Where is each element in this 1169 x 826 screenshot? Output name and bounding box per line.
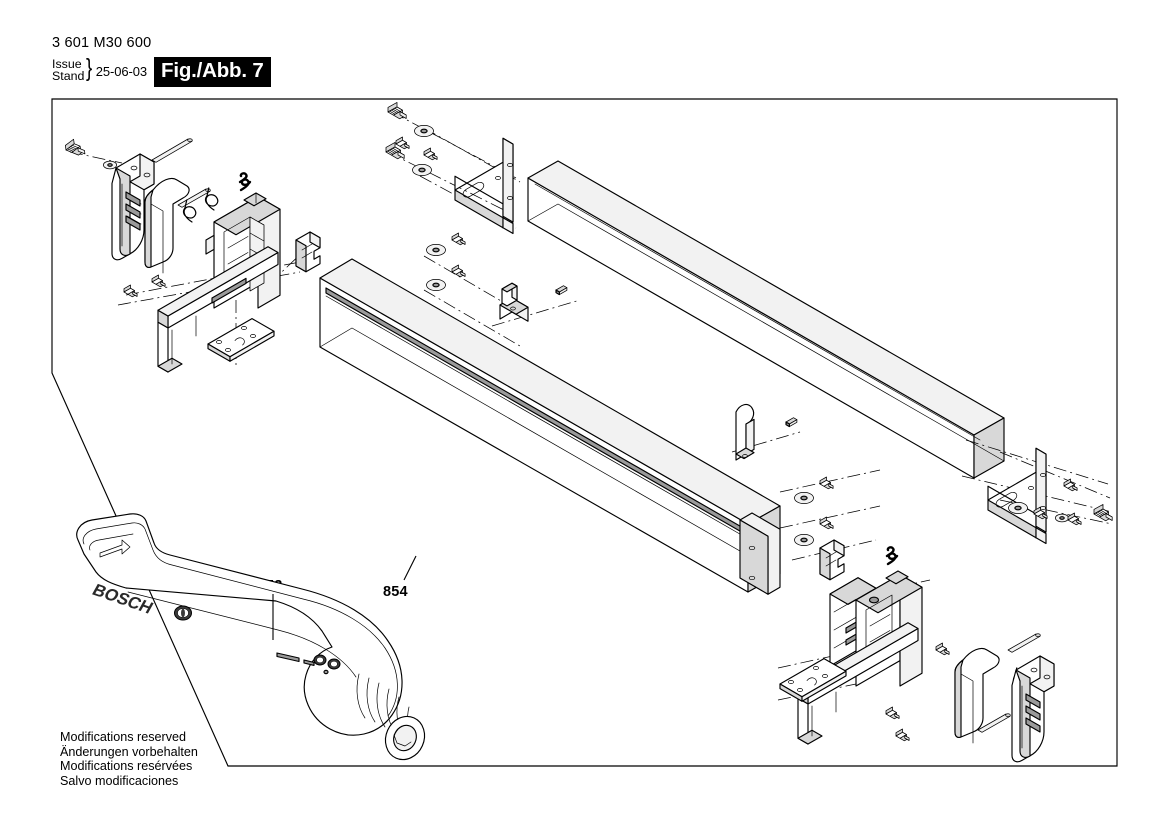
screw-icon bbox=[895, 728, 910, 742]
washer-icon bbox=[1007, 501, 1029, 515]
right-mid-hardware bbox=[731, 403, 881, 581]
screw-icon bbox=[64, 137, 86, 158]
issue-date: 25-06-03 bbox=[95, 64, 147, 79]
spring-pictogram bbox=[885, 546, 899, 566]
rail-end-bracket bbox=[739, 512, 781, 595]
screw-icon bbox=[935, 642, 950, 656]
issue-label: Issue bbox=[52, 57, 82, 71]
lever-cap-right bbox=[1011, 655, 1055, 763]
screw-icon bbox=[819, 516, 834, 530]
washer-icon bbox=[413, 124, 435, 138]
wrench-socket-end bbox=[384, 715, 426, 761]
rivet-icon bbox=[785, 417, 798, 428]
washer-icon bbox=[793, 533, 815, 547]
torsion-spring bbox=[182, 199, 197, 223]
washer-icon bbox=[102, 160, 118, 170]
rivet-icon bbox=[555, 285, 568, 296]
hook-bracket bbox=[499, 282, 529, 322]
upper-fence-rail bbox=[527, 160, 1005, 479]
pin bbox=[977, 713, 1011, 733]
left-clamp-assembly bbox=[64, 137, 321, 373]
mount-plate bbox=[207, 318, 275, 362]
wrench-tool: BOSCH bbox=[76, 513, 426, 761]
right-bracket-hardware bbox=[961, 439, 1113, 545]
direction-arrow-icon bbox=[99, 539, 131, 558]
clamp-shoe bbox=[144, 177, 190, 274]
carriage-base bbox=[157, 246, 279, 373]
brace-glyph: } bbox=[86, 54, 93, 82]
notice-es: Salvo modificaciones bbox=[60, 773, 179, 788]
clamp-shoe-right bbox=[954, 647, 1000, 744]
hook-bracket bbox=[735, 403, 755, 461]
screw-icon bbox=[885, 706, 900, 720]
screw-icon bbox=[387, 102, 407, 120]
right-clamp-assembly bbox=[777, 546, 1055, 763]
clip bbox=[295, 231, 321, 273]
screw-icon bbox=[819, 476, 834, 490]
washer-icon bbox=[411, 163, 433, 177]
issue-stand-labels: Issue Stand bbox=[52, 58, 84, 82]
modifications-reserved-notice: Modifications reserved Änderungen vorbeh… bbox=[60, 730, 198, 788]
upper-bracket-hardware bbox=[385, 102, 521, 235]
screw-icon bbox=[451, 264, 466, 278]
header-issue-row: Issue Stand } 25-06-03 Fig./Abb. 7 bbox=[52, 54, 271, 87]
pin bbox=[1007, 633, 1041, 653]
screw-icon bbox=[451, 232, 466, 246]
sheet-header: 3 601 M30 600 Issue Stand } 25-06-03 Fig… bbox=[52, 35, 271, 87]
washer-icon bbox=[1054, 513, 1070, 523]
screw-icon bbox=[1093, 504, 1113, 522]
notice-de: Änderungen vorbehalten bbox=[60, 744, 198, 759]
washer-icon bbox=[793, 491, 815, 505]
pin bbox=[151, 138, 193, 163]
screw-icon bbox=[395, 136, 410, 150]
callout-854: 854 bbox=[383, 584, 408, 600]
washer-icon bbox=[425, 278, 447, 292]
washer-icon bbox=[425, 243, 447, 257]
clip bbox=[819, 539, 845, 581]
part-number: 3 601 M30 600 bbox=[52, 35, 152, 51]
notice-en: Modifications reserved bbox=[60, 730, 186, 744]
figure-badge: Fig./Abb. 7 bbox=[154, 57, 271, 87]
fence-rail-main bbox=[319, 258, 781, 595]
screw-icon bbox=[1063, 478, 1078, 492]
lever-cap bbox=[111, 153, 155, 261]
l-bracket-top bbox=[454, 137, 514, 235]
spring-pictogram bbox=[238, 172, 252, 192]
screw-icon bbox=[123, 284, 138, 298]
bosch-emblem-icon bbox=[174, 605, 192, 621]
stand-label: Stand bbox=[52, 68, 85, 83]
drawing-frame bbox=[51, 98, 1118, 767]
notice-fr: Modifications resérvées bbox=[60, 759, 193, 774]
mid-hardware bbox=[423, 232, 581, 347]
screw-icon bbox=[423, 147, 438, 161]
torsion-spring bbox=[204, 187, 219, 211]
screw-icon bbox=[151, 274, 166, 288]
